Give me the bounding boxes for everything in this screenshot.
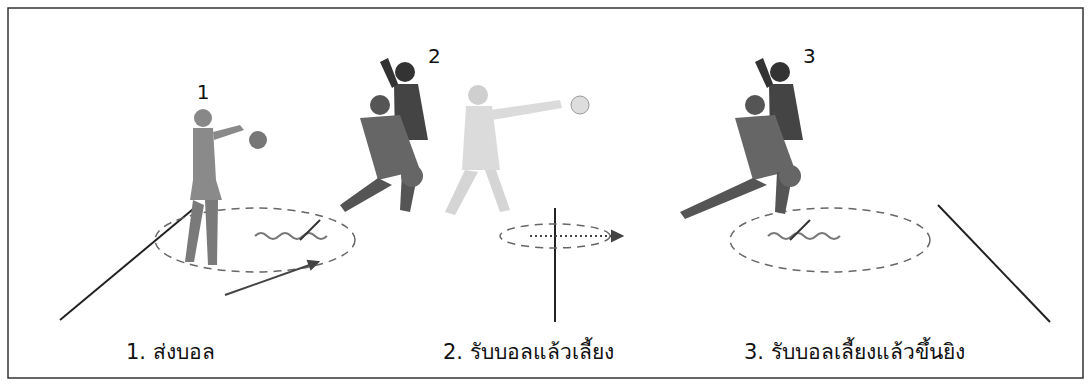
callout-number: 3 — [803, 44, 816, 68]
callout-number: 1 — [197, 80, 210, 104]
step-caption: 3. รับบอลเลี้ยงแล้วขึ้นยิง — [744, 340, 965, 365]
court-arcs — [155, 208, 930, 272]
step-caption: 1. ส่งบอล — [126, 340, 215, 365]
ghost-player — [445, 85, 562, 215]
callout-number: 2 — [428, 44, 441, 68]
player-1 — [185, 109, 267, 265]
player-3 — [680, 58, 803, 219]
ball — [571, 96, 589, 114]
player-2-and-defender — [340, 58, 428, 212]
frame — [8, 8, 1083, 378]
movement-paths — [225, 220, 840, 295]
step-caption: 2. รับบอลแล้วเลี้ยง — [443, 340, 614, 365]
